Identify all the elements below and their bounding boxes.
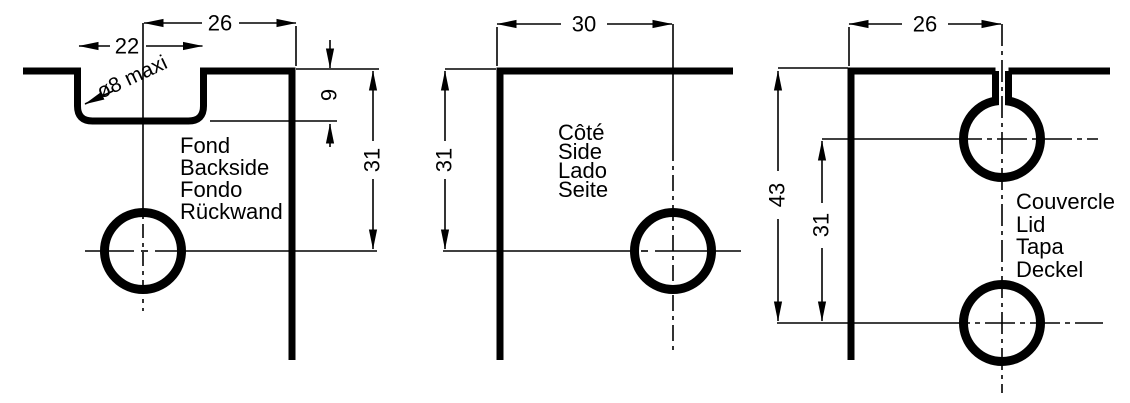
label-tapa: Tapa <box>1016 234 1064 259</box>
label-backside: Backside <box>180 155 269 180</box>
backside-diagram: 26 22 9 31 ø8 maxi Fond <box>23 11 385 360</box>
backside-hole-note: ø8 maxi <box>84 51 171 105</box>
lid-panel-outline <box>847 67 996 360</box>
backside-panel-outline <box>23 67 296 360</box>
label-seite: Seite <box>558 177 608 202</box>
dim-label-31-backside: 31 <box>360 148 385 172</box>
dim-label-22: 22 <box>115 34 139 59</box>
label-fond: Fond <box>180 133 230 158</box>
lid-dim-total-height: 43 <box>765 67 848 322</box>
lid-diagram: 26 43 31 Couvercle Lid Tapa Deckel <box>765 12 1115 393</box>
dim-label-43: 43 <box>765 183 790 207</box>
backside-dim-hole-offset: 31 <box>360 70 385 250</box>
dim-label-26-lid: 26 <box>913 12 937 37</box>
dim-label-31-lid: 31 <box>809 213 834 237</box>
label-side: Side <box>558 139 602 164</box>
lid-dim-hole-spacing: 31 <box>809 140 834 322</box>
label-couvercle: Couvercle <box>1016 189 1115 214</box>
side-panel-outline <box>496 67 733 360</box>
backside-dim-slot-depth: 9 <box>210 40 379 147</box>
side-dim-width: 30 <box>496 12 673 66</box>
dim-label-31-side: 31 <box>432 148 457 172</box>
dim-label-9: 9 <box>317 89 342 101</box>
lid-dim-width: 26 <box>848 12 1002 66</box>
backside-name-labels: Fond Backside Fondo Rückwand <box>180 133 283 224</box>
dim-label-30: 30 <box>572 12 596 37</box>
hole-note-text: ø8 maxi <box>93 51 170 103</box>
dim-label-26: 26 <box>208 11 232 36</box>
label-lado: Lado <box>558 158 607 183</box>
side-dim-hole-offset: 31 <box>432 68 496 250</box>
backside-dim-slot-width: 22 <box>78 34 203 59</box>
label-fondo: Fondo <box>180 177 242 202</box>
backside-dim-overall-width: 26 <box>143 11 297 66</box>
lid-name-labels: Couvercle Lid Tapa Deckel <box>1016 189 1115 282</box>
label-lid: Lid <box>1016 212 1045 237</box>
label-deckel: Deckel <box>1016 257 1083 282</box>
side-name-labels: Côté Side Lado Seite <box>558 120 608 202</box>
label-rueckwand: Rückwand <box>180 199 283 224</box>
side-diagram: 30 31 Côté Side Lado Seite <box>432 12 741 360</box>
label-cote: Côté <box>558 120 604 145</box>
